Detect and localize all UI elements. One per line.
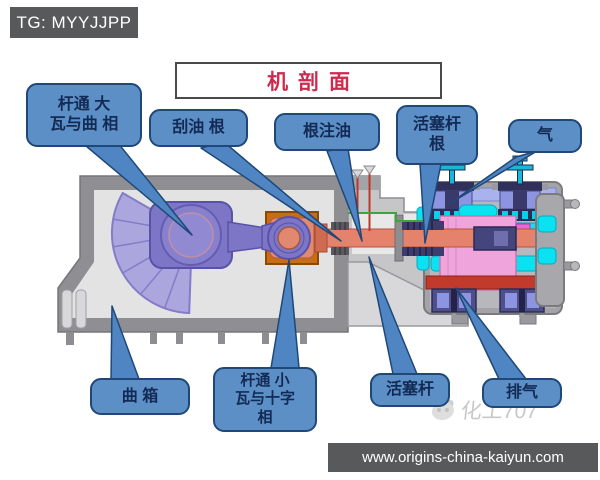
callout-crank-big-end-bearing: 杆通 大 瓦与曲 相 — [26, 83, 142, 147]
diagram-title: 机剖面 — [267, 70, 360, 94]
callout-piston-rod-packing: 活塞杆 根 — [396, 105, 478, 165]
callout-piston-rod-label: 活塞杆 — [385, 381, 434, 399]
callout-packing-oil-injection: 根注油 — [274, 113, 380, 151]
callout-crankcase: 曲 箱 — [90, 378, 190, 415]
callout-oil-scraper-rings-label: 刮油 根 — [172, 119, 225, 137]
piston-rod-shape — [313, 223, 562, 253]
callout-piston-rod-packing-label: 活塞杆 根 — [412, 116, 461, 153]
leader-to-suction-valve — [448, 150, 538, 205]
cylinder-end-cover — [535, 193, 580, 307]
leader-lines — [85, 137, 538, 380]
tg-watermark-badge: TG: MYYJJPP — [10, 7, 138, 38]
site-url-badge: www.origins-china-kaiyun.com — [328, 443, 598, 472]
callout-crosshead-small-end: 杆通 小 瓦与十字 相 — [213, 367, 317, 432]
callout-suction-gas: 气 — [508, 119, 582, 153]
crankcase-feet — [66, 332, 307, 345]
callout-oil-scraper-rings: 刮油 根 — [149, 109, 248, 147]
callout-crankcase-label: 曲 箱 — [121, 387, 159, 405]
callout-discharge-gas: 排气 — [482, 378, 562, 408]
diagram-title-box: 机剖面 — [175, 62, 442, 99]
callout-packing-oil-injection-label: 根注油 — [302, 123, 351, 141]
callout-suction-gas-label: 气 — [536, 127, 553, 145]
crosshead-pin — [277, 226, 301, 250]
callout-piston-rod: 活塞杆 — [370, 373, 450, 407]
callout-crosshead-small-end-label: 杆通 小 瓦与十字 相 — [234, 372, 295, 426]
callout-crank-big-end-bearing-label: 杆通 大 瓦与曲 相 — [49, 96, 119, 133]
callout-discharge-gas-label: 排气 — [505, 384, 538, 402]
